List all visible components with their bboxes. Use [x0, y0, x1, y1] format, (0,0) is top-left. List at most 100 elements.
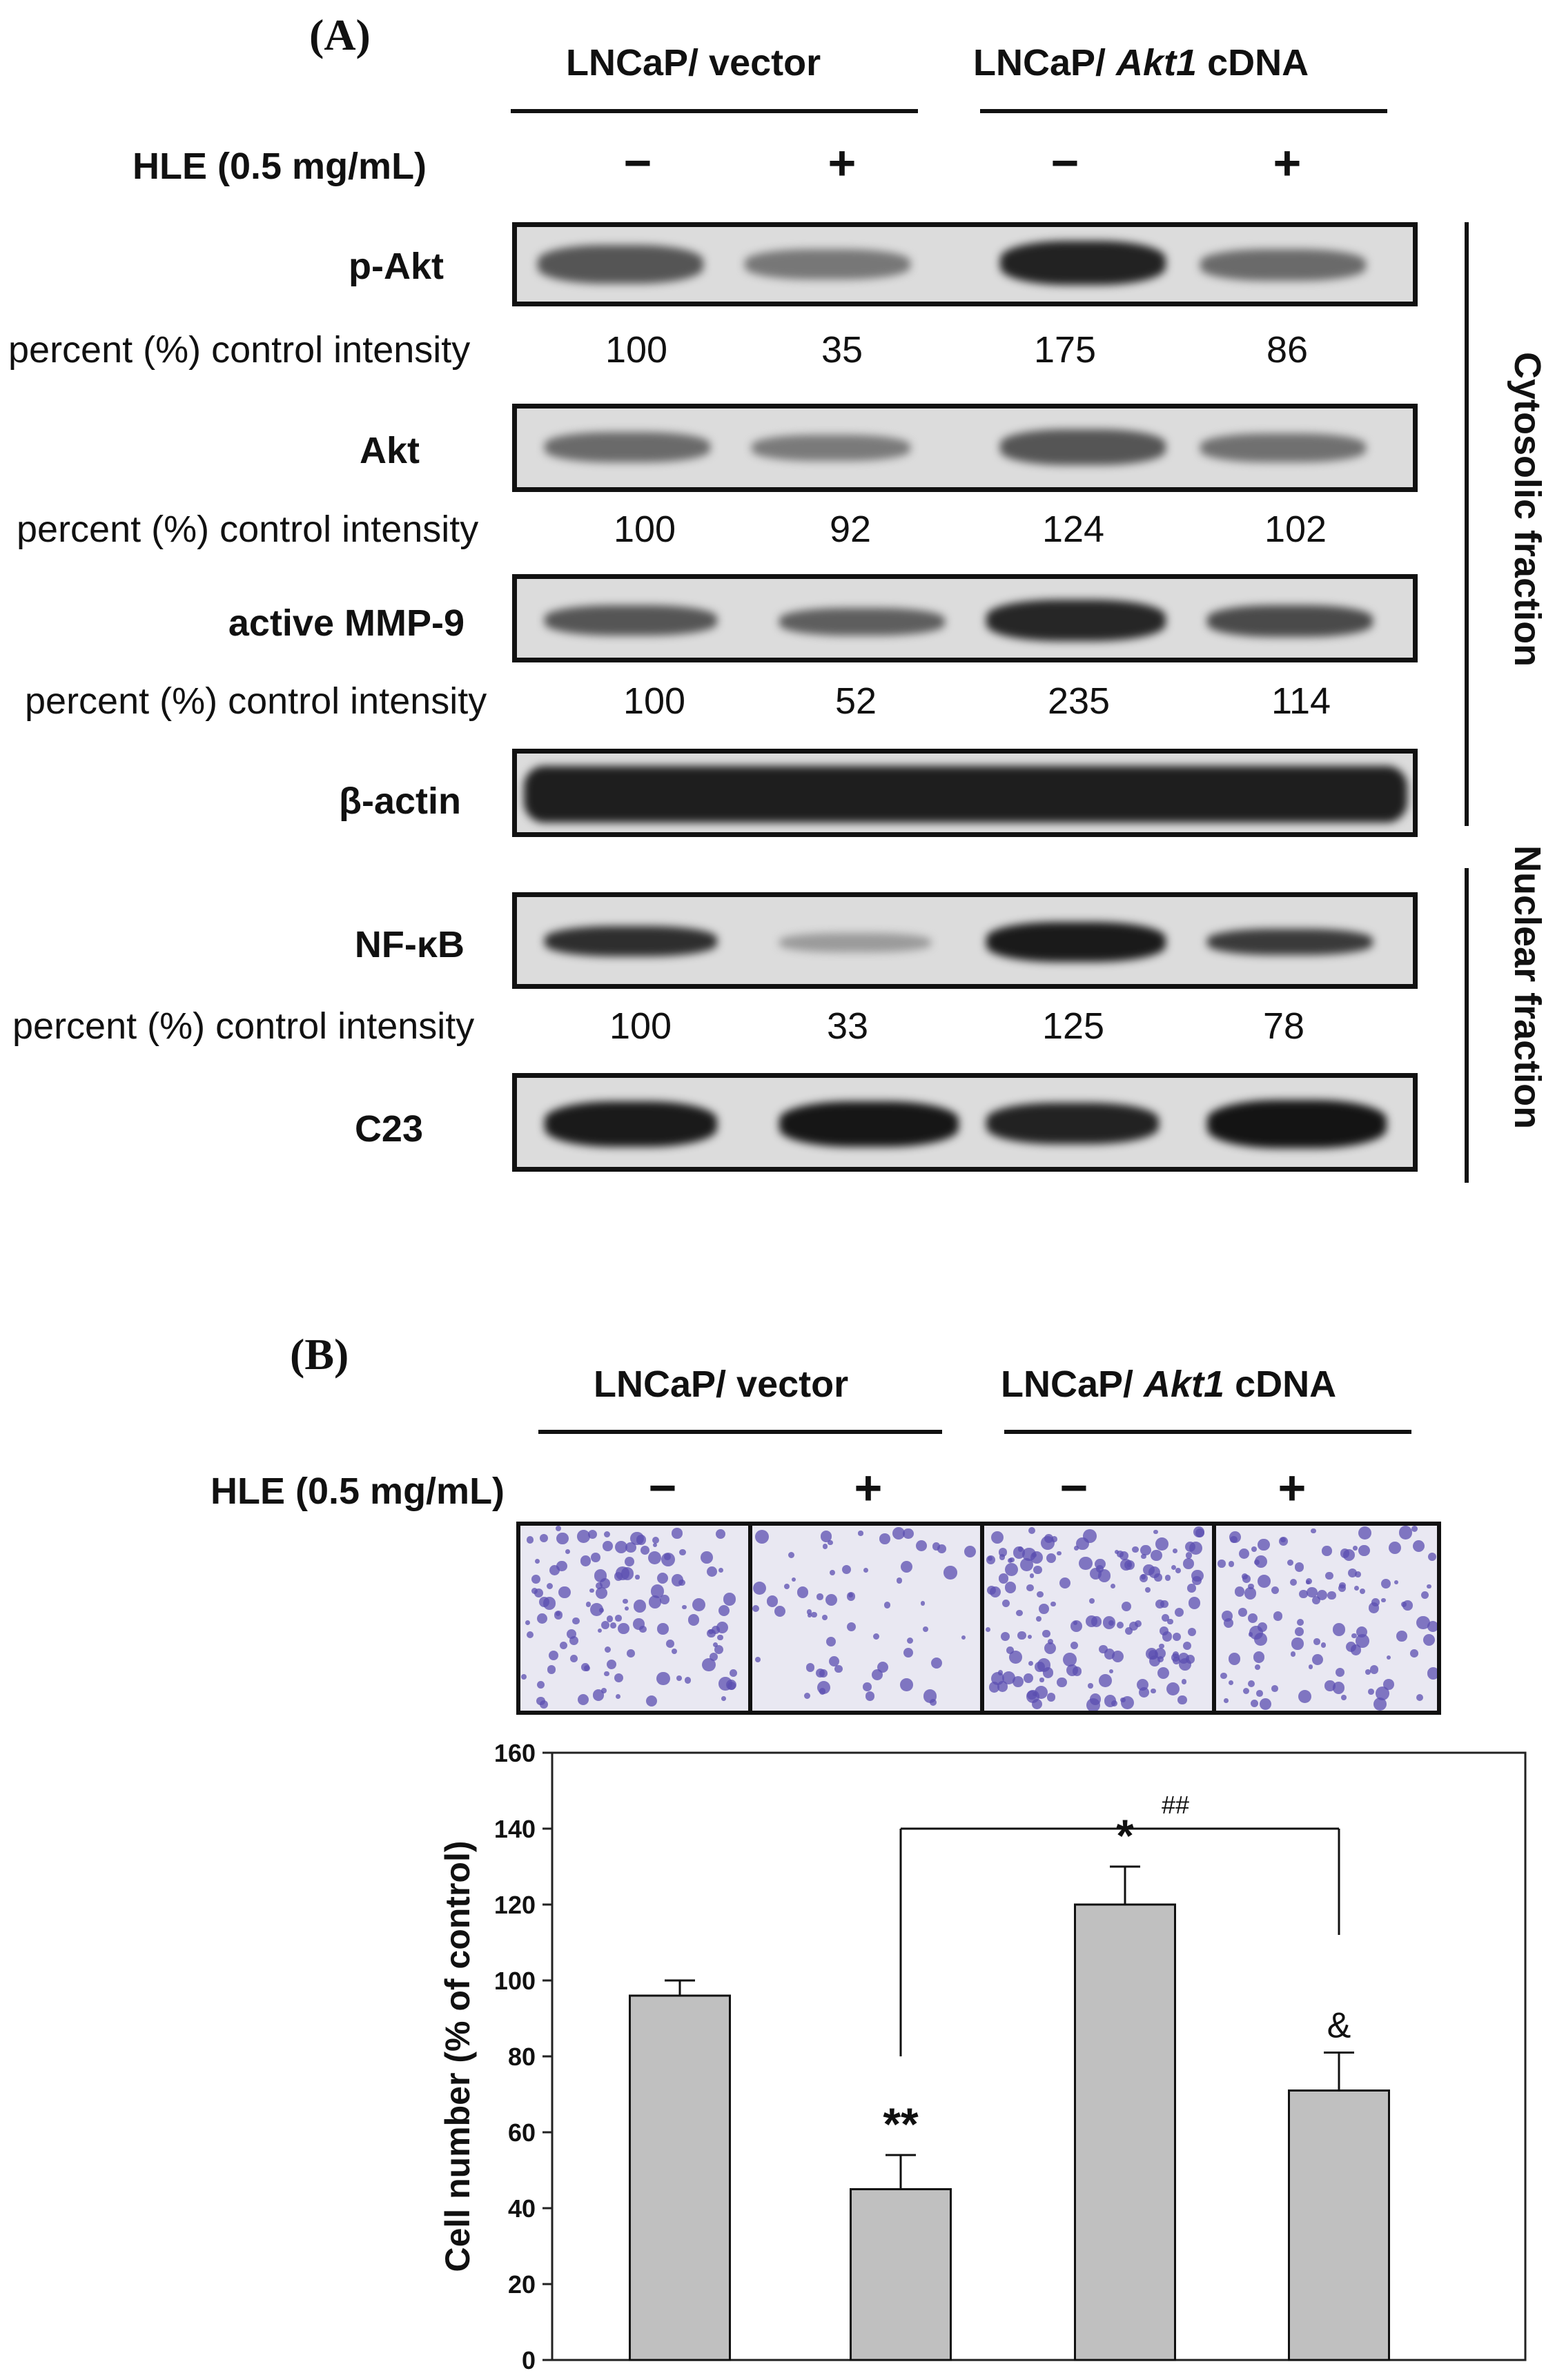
stained-cell	[1089, 1693, 1101, 1705]
stained-cell	[652, 1537, 660, 1544]
stained-cell	[1001, 1671, 1016, 1685]
stained-cell	[1313, 1638, 1320, 1645]
stained-cell	[672, 1528, 683, 1539]
stained-cell	[572, 1617, 580, 1625]
stained-cell	[592, 1689, 605, 1701]
stained-cell	[1242, 1574, 1251, 1583]
treatment-sign: +	[854, 1461, 883, 1515]
stained-cell	[900, 1561, 912, 1573]
stained-cell	[1350, 1644, 1362, 1655]
stained-cell	[1376, 1686, 1390, 1701]
stained-cell	[879, 1533, 891, 1544]
treatment-sign: −	[648, 1461, 677, 1515]
stained-cell	[721, 1696, 726, 1701]
stained-cell	[623, 1598, 628, 1604]
stained-cell	[1335, 1667, 1344, 1677]
stained-cell	[1178, 1658, 1191, 1671]
stained-cell	[1340, 1548, 1350, 1558]
quant-value: 52	[834, 680, 877, 722]
stained-cell	[1416, 1694, 1423, 1701]
group-underline-vector	[538, 1430, 942, 1434]
stained-cell	[774, 1605, 786, 1617]
stained-cell	[1031, 1553, 1037, 1557]
stained-cell	[863, 1567, 869, 1573]
stained-cell	[892, 1526, 906, 1540]
stained-cell	[815, 1668, 825, 1678]
stained-cell	[988, 1681, 1000, 1693]
stained-cell	[1299, 1589, 1309, 1599]
stained-cell	[1017, 1631, 1026, 1640]
stained-cell	[1038, 1604, 1049, 1615]
stained-cell	[1059, 1577, 1071, 1589]
stained-cell	[1255, 1555, 1267, 1568]
stained-cell	[752, 1604, 759, 1612]
stained-cell	[1325, 1571, 1333, 1580]
stained-cell	[1220, 1672, 1227, 1680]
stained-cell	[1271, 1586, 1279, 1594]
stained-cell	[961, 1635, 966, 1640]
stained-cell	[1224, 1618, 1234, 1629]
stained-cell	[1057, 1551, 1062, 1556]
stained-cell	[1157, 1666, 1170, 1680]
stained-cell	[1162, 1613, 1170, 1622]
y-tick-label: 80	[508, 2043, 536, 2071]
stained-cell	[1032, 1699, 1043, 1710]
stained-cell	[1413, 1540, 1425, 1553]
stained-cell	[580, 1555, 591, 1566]
stained-cell	[903, 1528, 914, 1540]
group-label-akt1: LNCaP/ Akt1 cDNA	[1001, 1364, 1337, 1405]
blot-c23	[512, 1073, 1418, 1172]
blot-label-nf-kb: NF-κB	[354, 924, 464, 965]
stained-cell	[531, 1587, 538, 1595]
stained-cell	[1042, 1667, 1054, 1678]
stained-cell	[603, 1531, 611, 1538]
stained-cell	[964, 1546, 977, 1558]
stained-cell	[846, 1592, 856, 1601]
stained-cell	[615, 1693, 621, 1700]
stained-cell	[1159, 1643, 1164, 1649]
stained-cell	[1229, 1680, 1234, 1686]
stained-cell	[1083, 1529, 1097, 1543]
stained-cell	[1355, 1571, 1361, 1577]
stained-cell	[531, 1575, 541, 1584]
quant-value: 86	[1266, 329, 1309, 371]
stained-cell	[1017, 1546, 1024, 1552]
stained-cell	[1037, 1591, 1044, 1598]
stained-cell	[1035, 1662, 1046, 1672]
stained-cell	[1171, 1564, 1177, 1571]
stained-cell	[1041, 1629, 1050, 1638]
treatment-sign: −	[1050, 136, 1079, 190]
y-axis-label: Cell number (% of control)	[438, 1841, 477, 2272]
stained-cell	[536, 1613, 547, 1624]
stained-cell	[633, 1618, 645, 1630]
stained-cell	[916, 1540, 928, 1552]
stained-cell	[1088, 1683, 1093, 1689]
stained-cell	[672, 1574, 684, 1586]
stained-cell	[821, 1614, 828, 1620]
stained-cell	[1248, 1583, 1254, 1589]
quant-value: 33	[826, 1005, 869, 1047]
stained-cell	[589, 1602, 604, 1617]
stained-cell	[929, 1699, 937, 1707]
stained-cell	[1253, 1651, 1264, 1663]
stained-cell	[614, 1540, 627, 1554]
stained-cell	[903, 1647, 913, 1658]
stained-cell	[1095, 1558, 1106, 1569]
quant-value: 175	[1033, 329, 1097, 371]
stained-cell	[1104, 1695, 1117, 1707]
stained-cell	[1004, 1582, 1017, 1593]
stained-cell	[997, 1670, 1004, 1675]
stained-cell	[1174, 1607, 1184, 1617]
y-tick-label: 0	[522, 2346, 536, 2374]
stained-cell	[1355, 1634, 1369, 1649]
stained-cell	[922, 1626, 929, 1633]
stained-cell	[556, 1532, 569, 1545]
stained-cell	[1271, 1685, 1279, 1693]
stained-cell	[1253, 1633, 1267, 1646]
stained-cell	[1185, 1552, 1193, 1559]
blot-label-active-mmp-9: active MMP-9	[228, 602, 464, 644]
stained-cell	[803, 1692, 811, 1700]
stained-cell	[783, 1583, 790, 1589]
stained-cell	[1188, 1628, 1197, 1637]
